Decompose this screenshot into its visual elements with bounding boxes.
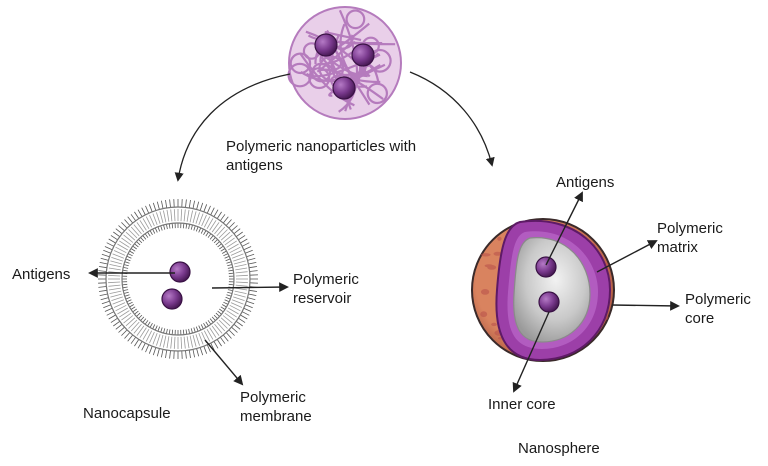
antigen-particle xyxy=(535,256,557,278)
nanocapsule-membrane-label-1: Polymeric xyxy=(240,389,306,406)
polymeric-membrane xyxy=(98,199,258,359)
nanosphere-matrix-label-2: matrix xyxy=(657,239,698,256)
nanocapsule xyxy=(98,199,258,359)
nanosphere-matrix-arrow xyxy=(596,240,658,273)
nanosphere xyxy=(471,218,615,362)
nanosphere-matrix-label-1: Polymeric xyxy=(657,220,723,237)
antigen-particle xyxy=(314,33,338,57)
nanocapsule-reservoir-arrow xyxy=(211,282,289,293)
nanocapsule-antigens-label: Antigens xyxy=(12,266,70,283)
nanocapsule-reservoir-label-2: reservoir xyxy=(293,290,351,307)
antigen-particle xyxy=(332,76,356,100)
nanocapsule-membrane-label-2: membrane xyxy=(240,408,312,425)
inner-core xyxy=(513,237,591,343)
center-title-line2: antigens xyxy=(226,157,283,174)
polymer-ball xyxy=(287,6,402,120)
nanosphere-title: Nanosphere xyxy=(518,440,600,457)
nanosphere-antigens-arrow xyxy=(545,191,583,266)
antigen-particle xyxy=(161,288,183,310)
antigen-particle xyxy=(169,261,191,283)
nanosphere-core-label-1: Polymeric xyxy=(685,291,751,308)
nanosphere-inner-core-label: Inner core xyxy=(488,396,556,413)
nanosphere-inner-core-arrow xyxy=(512,311,550,393)
nanocapsule-title: Nanocapsule xyxy=(83,405,171,422)
antigen-particle xyxy=(538,291,560,313)
arrow-to-nanocapsule xyxy=(174,73,291,182)
nanosphere-antigens-label: Antigens xyxy=(556,174,614,191)
nanosphere-core-arrow xyxy=(611,300,680,311)
center-title-line1: Polymeric nanoparticles with xyxy=(226,138,416,155)
nanocapsule-membrane-arrow xyxy=(204,339,244,386)
arrow-to-nanosphere xyxy=(409,71,495,167)
antigen-particle xyxy=(351,43,375,67)
nanocapsule-reservoir-label-1: Polymeric xyxy=(293,271,359,288)
nanosphere-core-label-2: core xyxy=(685,310,714,327)
